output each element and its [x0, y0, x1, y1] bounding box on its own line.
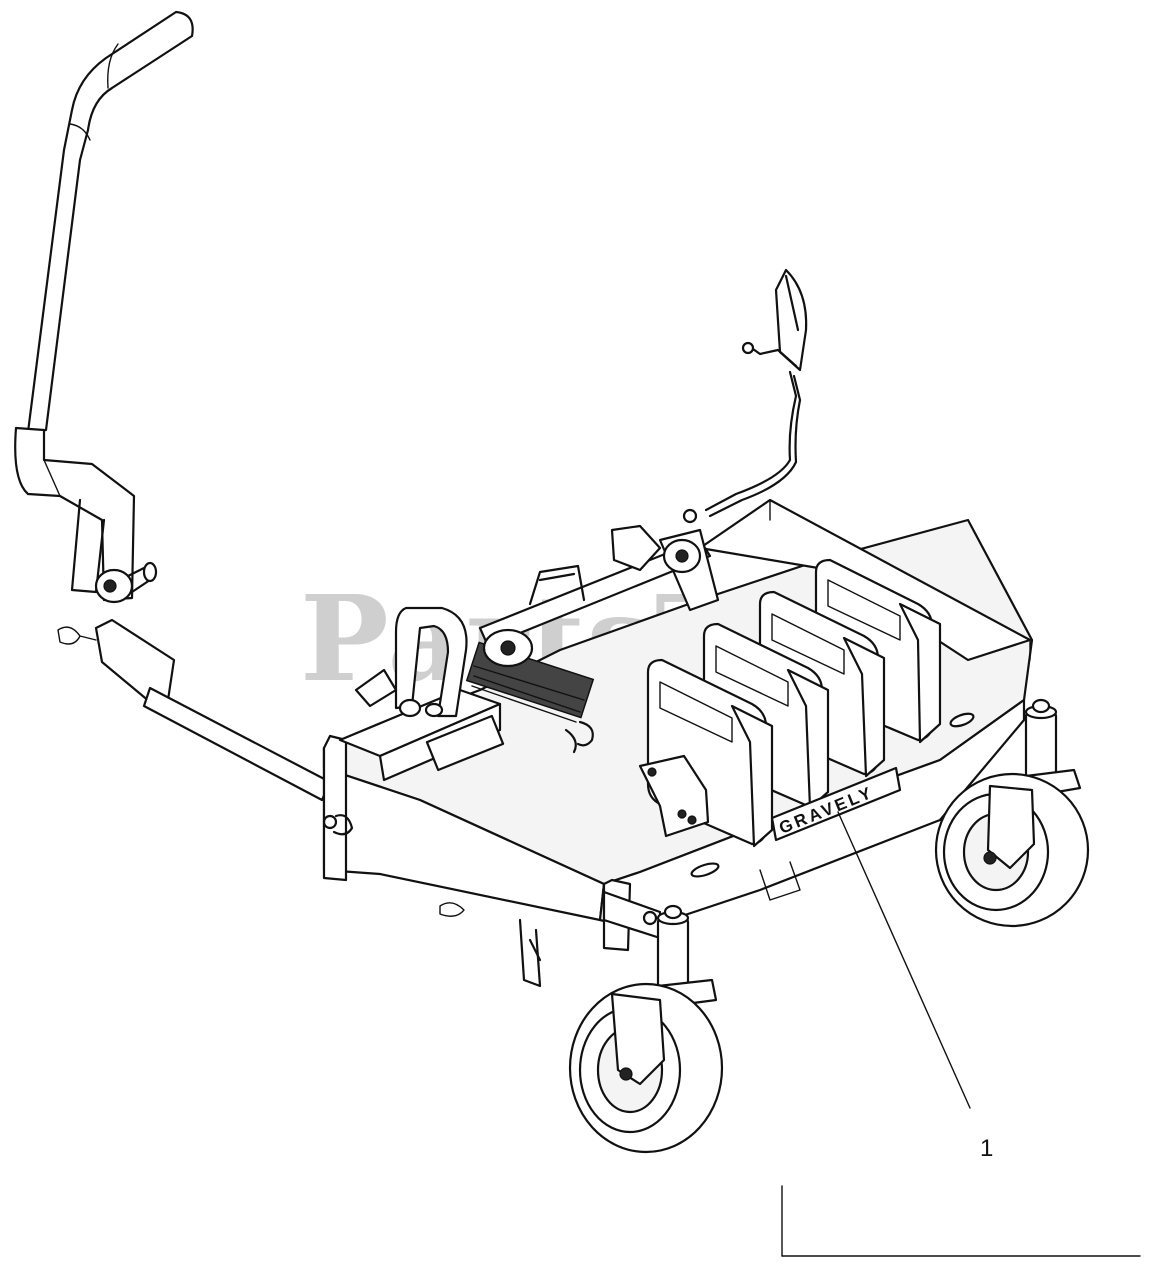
caster-wheel-front	[568, 904, 724, 1154]
callout-1: 1	[837, 811, 993, 1162]
lift-assembly	[338, 508, 720, 782]
callout-label: 1	[980, 1135, 993, 1162]
caster-wheel-right	[934, 698, 1090, 928]
frame-corner	[781, 1185, 1141, 1257]
lift-lever-cable	[704, 268, 808, 518]
lift-handle	[14, 10, 194, 645]
lift-link	[94, 618, 332, 802]
